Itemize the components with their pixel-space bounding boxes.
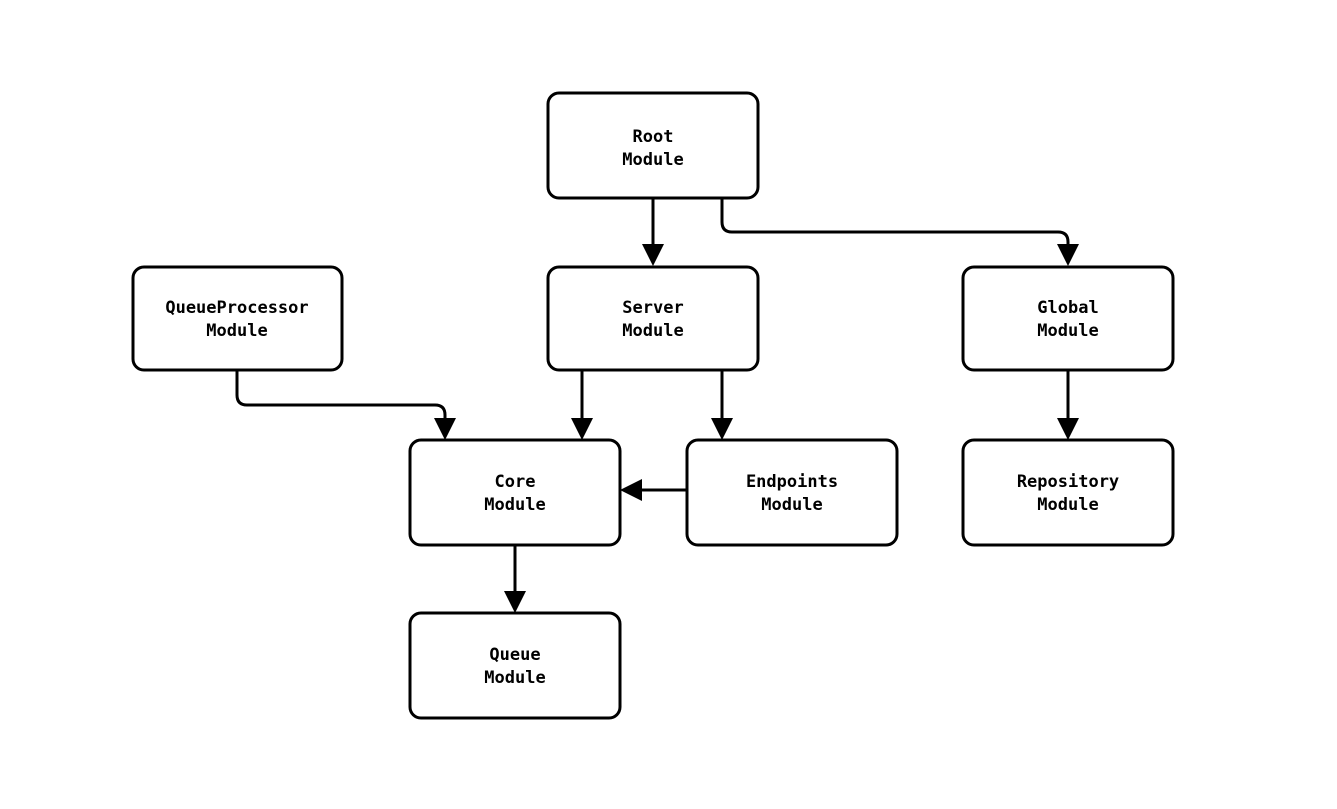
node-core-module[interactable]: Core Module [408,438,622,547]
node-repository-module[interactable]: Repository Module [961,438,1175,547]
node-server-module[interactable]: Server Module [546,265,760,372]
edge-line [720,198,1070,251]
edge-queueprocessor-to-core [235,370,456,440]
node-box[interactable] [546,265,760,372]
arrow-head-icon [571,418,593,440]
edge-line [235,370,447,425]
node-box[interactable] [408,438,622,547]
node-label-line1: Queue [489,645,540,665]
node-label-line1: Global [1037,298,1098,318]
node-label-line2: Module [484,668,545,688]
node-queueprocessor-module[interactable]: QueueProcessor Module [131,265,344,372]
node-label-line2: Module [1037,495,1098,515]
node-endpoints-module[interactable]: Endpoints Module [685,438,899,547]
edge-root-to-global [720,198,1079,266]
node-label-line2: Module [484,495,545,515]
node-box[interactable] [131,265,344,372]
edge-endpoints-to-core [620,479,687,501]
node-root-module[interactable]: Root Module [546,91,760,200]
arrow-head-icon [620,479,642,501]
arrow-head-icon [642,244,664,266]
arrow-head-icon [504,591,526,613]
node-box[interactable] [685,438,899,547]
node-box[interactable] [961,438,1175,547]
node-label-line2: Module [622,321,683,341]
node-queue-module[interactable]: Queue Module [408,611,622,720]
node-label-line2: Module [761,495,822,515]
node-global-module[interactable]: Global Module [961,265,1175,372]
arrow-head-icon [1057,244,1079,266]
node-box[interactable] [961,265,1175,372]
node-label-line1: Root [633,127,674,147]
arrow-head-icon [434,418,456,440]
node-label-line1: Core [495,472,536,492]
node-label-line1: QueueProcessor [165,298,308,318]
node-label-line1: Endpoints [746,472,838,492]
node-layer: Root Module QueueProcessor Module Server… [131,91,1175,720]
edge-global-to-repository [1057,370,1079,440]
node-label-line1: Repository [1017,472,1119,492]
edge-core-to-queue [504,545,526,613]
node-label-line2: Module [622,150,683,170]
arrow-head-icon [711,418,733,440]
edge-server-to-endpoints [711,370,733,440]
arrow-head-icon [1057,418,1079,440]
edge-root-to-server [642,198,664,266]
node-label-line2: Module [206,321,267,341]
node-box[interactable] [546,91,760,200]
node-label-line2: Module [1037,321,1098,341]
edge-layer [235,198,1079,613]
edge-server-to-core [571,370,593,440]
node-label-line1: Server [622,298,683,318]
node-box[interactable] [408,611,622,720]
